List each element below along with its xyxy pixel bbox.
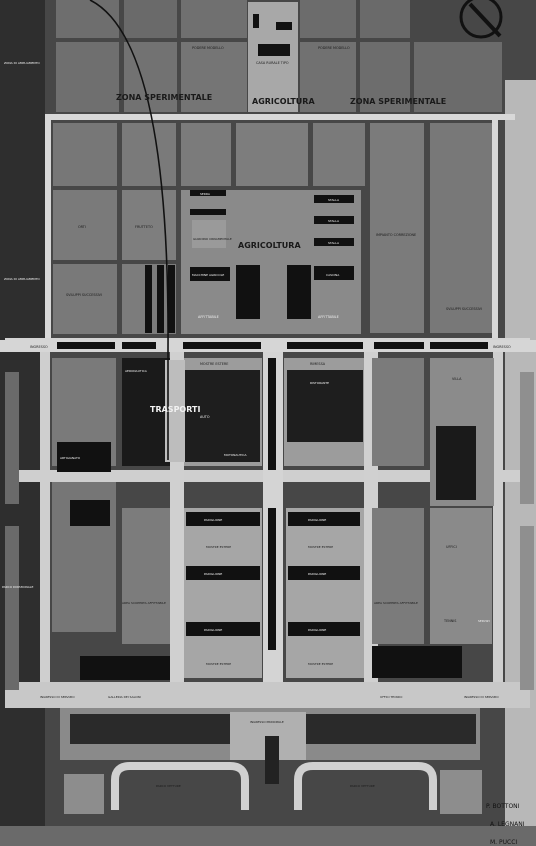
label-affittabile-right: AFFITTABILE <box>318 315 339 319</box>
label-ingresso-right: INGRESSO <box>493 345 511 349</box>
label-serra: SERRA <box>200 192 211 196</box>
label-mostre-3: MOSTRE ESTERE <box>206 662 231 666</box>
signature-legnani: A. LEGNANI <box>490 821 525 828</box>
label-cascina: CASCINA <box>326 273 340 277</box>
label-pad-4: PADIGLIONE <box>308 518 326 522</box>
compass-icon <box>459 0 503 39</box>
author-signatures: P. BOTTONI A. LEGNANI M. PUCCI <box>486 803 525 846</box>
label-stalla-3: STALLA <box>328 241 340 245</box>
label-pad-5: PADIGLIONE <box>308 572 326 576</box>
transport-zone <box>52 358 494 506</box>
label-agricoltura-top: AGRICOLTURA <box>252 97 315 106</box>
label-stalla-1: STALLA <box>328 198 340 202</box>
label-affittabile-left: AFFITTABILE <box>198 315 219 319</box>
label-tennis: TENNIS <box>443 619 456 623</box>
label-macchine: MACCHINE AGRICOLE <box>192 273 224 277</box>
label-galleria: GALLERIA DEI SALONI <box>108 695 141 699</box>
label-servizi: SERVIZI <box>478 619 490 623</box>
label-zona-ampl-left: ZONA DI AMPLIAMENTO <box>4 61 40 65</box>
label-impianto: IMPIANTO CORREZIONE <box>376 233 416 237</box>
pavilion-zone <box>5 372 534 690</box>
road-bars <box>57 342 488 349</box>
label-parco-vetture-right: PARCO VETTURE <box>350 784 375 788</box>
label-podere-right: PODERE MODELLO <box>318 46 350 50</box>
label-stalla-2: STALLA <box>328 219 340 223</box>
label-area-scoperta-right: AREA SCOPERTA AFFITTABILE <box>374 601 418 605</box>
label-ristorante: RISTORANTE <box>310 381 329 385</box>
label-frutteto: FRUTTETO <box>135 225 153 229</box>
label-zona-right: ZONA SPERIMENTALE <box>350 97 446 106</box>
label-aeronautica: AERONAUTICA <box>125 369 148 373</box>
label-orti: ORTI <box>78 225 86 229</box>
label-pad-2: PADIGLIONE <box>204 572 222 576</box>
label-ingresso-servizio-right: INGRESSO DI SERVIZIO <box>464 695 499 699</box>
label-sviluppi-left: SVILUPPI SUCCESSIVI <box>66 293 102 297</box>
label-sviluppi-right: SVILUPPI SUCCESSIVI <box>446 307 482 311</box>
label-ingresso-principale: INGRESSO PRINCIPALE <box>250 720 284 724</box>
label-trasporti: TRASPORTI <box>150 405 200 414</box>
signature-pucci: M. PUCCI <box>490 839 517 846</box>
label-giardino: GIARDINO ORNAMENTALE <box>193 237 232 241</box>
label-motonautica: MOTONAUTICA <box>224 453 247 457</box>
label-pad-6: PADIGLIONE <box>308 628 326 632</box>
label-uffici: UFFICI TECNICI <box>380 695 403 699</box>
label-ingresso-servizio-left: INGRESSO DI SERVIZIO <box>40 695 75 699</box>
entrance-zone <box>0 646 536 846</box>
label-podere-left: PODERE MODELLO <box>192 46 224 50</box>
label-ingresso-left: INGRESSO <box>30 345 48 349</box>
agriculture-zone <box>53 123 492 334</box>
experimental-zone <box>56 0 502 112</box>
label-mostre-2: MOSTRE ESTERE <box>308 545 333 549</box>
railway-line <box>89 0 169 460</box>
label-parco-dir: PARCO DIREZIONALE <box>2 585 33 589</box>
label-agricoltura-center: AGRICOLTURA <box>238 241 301 250</box>
label-pad-3: PADIGLIONE <box>204 628 222 632</box>
label-mostre-estere: MOSTRE ESTERE <box>200 362 228 366</box>
label-zona-ampl-left2: ZONA DI AMPLIAMENTO <box>4 277 40 281</box>
label-area-scoperta-left: AREA SCOPERTA AFFITTABILE <box>122 601 166 605</box>
label-arte: ARTIGIANATO <box>60 456 81 460</box>
signature-bottoni: P. BOTTONI <box>486 803 520 810</box>
label-parco-vetture-left: PARCO VETTURE <box>156 784 181 788</box>
label-rimessa: RIMESSA <box>310 362 326 366</box>
label-casa: CASA RURALE TIPO <box>256 61 289 65</box>
small-labels: PODERE MODELLO CASA RURALE TIPO PODERE M… <box>2 46 511 788</box>
label-pad-1: PADIGLIONE <box>204 518 222 522</box>
label-mostre-1: MOSTRE ESTERE <box>206 545 231 549</box>
label-zona-left: ZONA SPERIMENTALE <box>116 93 212 102</box>
label-auto: AUTO <box>200 415 210 419</box>
label-villa: VILLA <box>452 377 462 381</box>
label-mostre-4: MOSTRE ESTERE <box>308 662 333 666</box>
label-ufficio: UFFICI <box>446 545 457 549</box>
